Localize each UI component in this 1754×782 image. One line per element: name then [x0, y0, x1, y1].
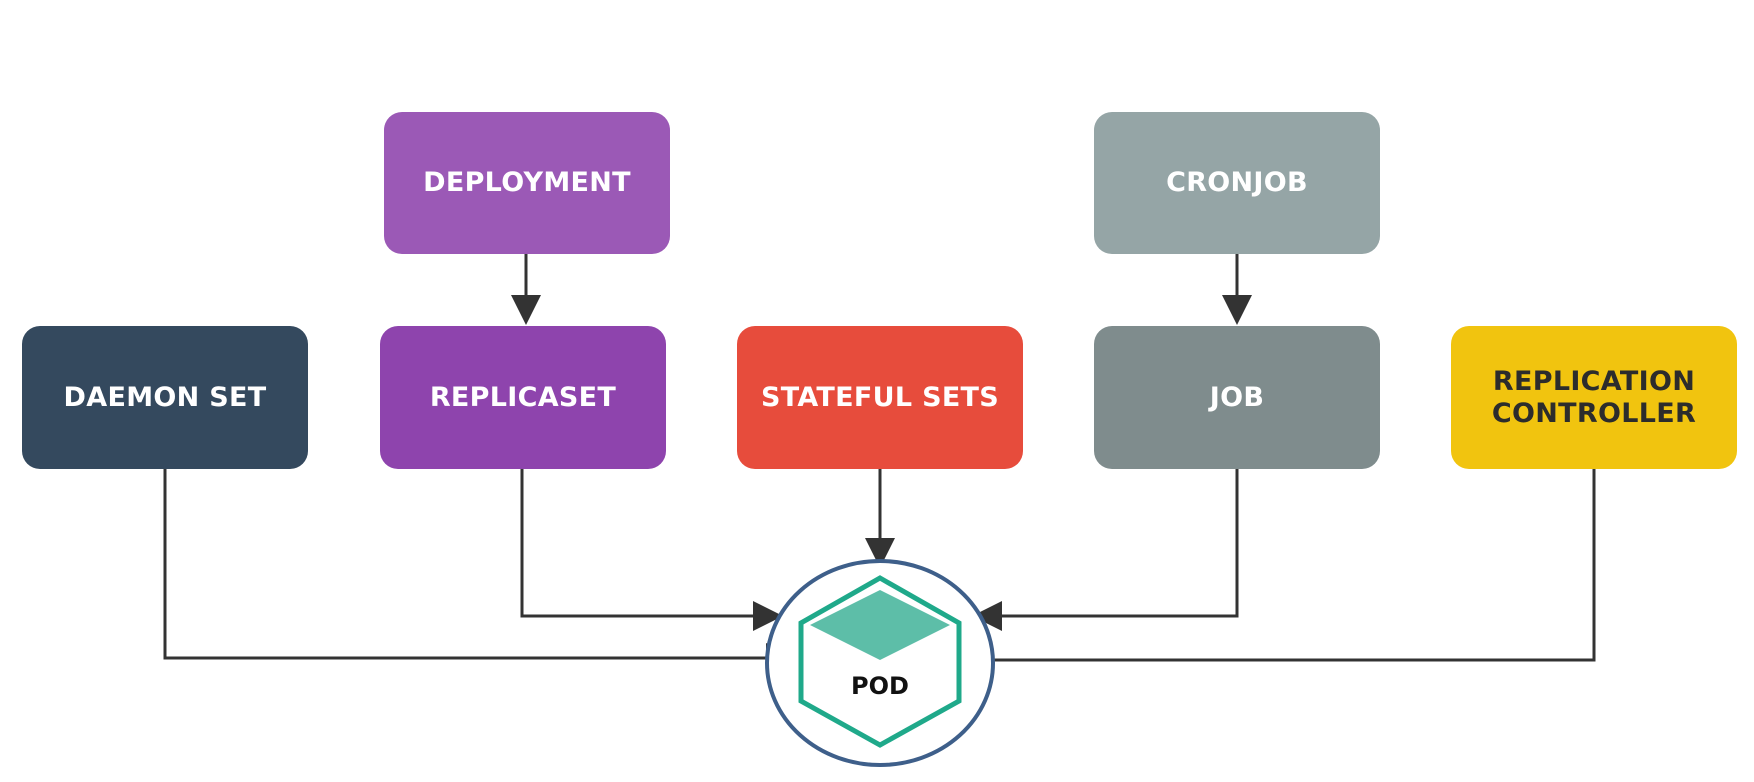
pod-label: POD [851, 672, 909, 700]
job-label: JOB [1209, 381, 1265, 413]
stateful-sets-label: STATEFUL SETS [760, 381, 1000, 413]
pod-icon [765, 559, 995, 767]
edge-job-pod [972, 469, 1239, 631]
replication-controller-node: REPLICATION CONTROLLER [1451, 326, 1737, 469]
edge-replicaset-pod [520, 469, 783, 631]
replication-controller-label-line1: REPLICATION [1492, 366, 1696, 398]
deployment-node: DEPLOYMENT [384, 112, 670, 254]
job-node: JOB [1094, 326, 1380, 469]
replicaset-node: REPLICASET [380, 326, 666, 469]
replication-controller-label-line2: CONTROLLER [1491, 397, 1697, 429]
stateful-sets-node: STATEFUL SETS [737, 326, 1023, 469]
edge-daemonset-pod [163, 469, 796, 673]
cronjob-label: CRONJOB [1166, 167, 1308, 199]
daemon-set-node: DAEMON SET [22, 326, 308, 469]
replicaset-label: REPLICASET [429, 381, 617, 413]
edge-replicationcontroller-pod [963, 469, 1596, 675]
daemon-set-label: DAEMON SET [63, 381, 267, 413]
cronjob-node: CRONJOB [1094, 112, 1380, 254]
deployment-label: DEPLOYMENT [423, 167, 631, 199]
pod-diamond [810, 590, 950, 660]
